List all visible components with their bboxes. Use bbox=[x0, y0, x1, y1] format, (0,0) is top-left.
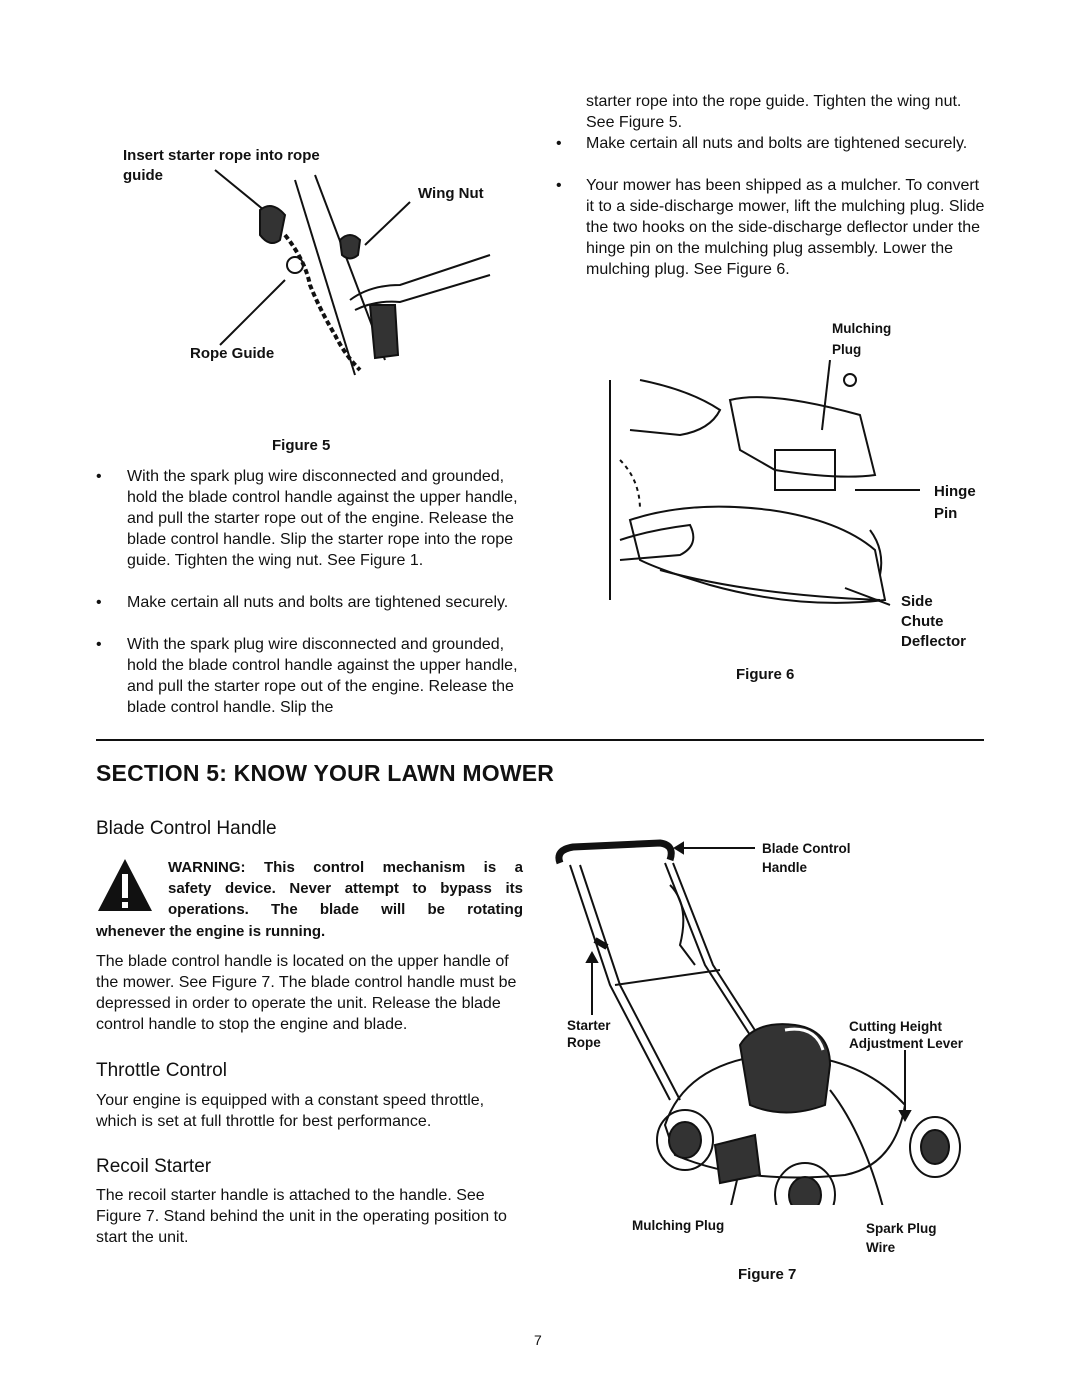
left-bullet-3: With the spark plug wire disconnected an… bbox=[127, 636, 518, 716]
fig6-label-mulching: Mulching bbox=[832, 321, 892, 336]
section-rule bbox=[96, 739, 984, 741]
warning-icon bbox=[98, 859, 152, 911]
fig7-label-rope: Rope bbox=[567, 1035, 601, 1050]
fig5-label-wing-nut: Wing Nut bbox=[418, 185, 484, 202]
right-continuation: starter rope into the rope guide. Tighte… bbox=[586, 93, 962, 131]
right-bullet-1: Make certain all nuts and bolts are tigh… bbox=[586, 135, 968, 152]
warning-line-3: operations. The blade will be rotating bbox=[168, 901, 523, 918]
bullet-dot: • bbox=[96, 594, 102, 611]
bullet-dot: • bbox=[556, 135, 562, 152]
fig7-label-wire: Wire bbox=[866, 1240, 896, 1255]
fig7-label-mulching-plug: Mulching Plug bbox=[632, 1218, 725, 1233]
fig7-label-starter: Starter bbox=[567, 1018, 611, 1033]
fig5-label-rope-guide: Rope Guide bbox=[190, 345, 275, 362]
warning-line-2: safety device. Never attempt to bypass i… bbox=[168, 880, 523, 897]
fig5-illustration bbox=[214, 169, 491, 376]
warning-line-1: WARNING: This control mechanism is a bbox=[168, 859, 523, 876]
fig6-label-chute: Chute bbox=[901, 613, 944, 630]
fig5-caption: Figure 5 bbox=[272, 437, 331, 454]
left-bullet-1: With the spark plug wire disconnected an… bbox=[127, 468, 518, 569]
throttle-heading: Throttle Control bbox=[96, 1060, 227, 1081]
fig6-label-deflector: Deflector bbox=[901, 633, 967, 650]
blade-control-paragraph: The blade control handle is located on t… bbox=[96, 953, 517, 1033]
blade-control-heading: Blade Control Handle bbox=[96, 818, 277, 839]
fig7-label-blade-control: Blade Control bbox=[762, 841, 851, 856]
recoil-heading: Recoil Starter bbox=[96, 1156, 212, 1177]
fig7-label-spark-plug: Spark Plug bbox=[866, 1221, 937, 1236]
bullet-dot: • bbox=[96, 468, 102, 485]
section-title: SECTION 5: KNOW YOUR LAWN MOWER bbox=[96, 760, 555, 786]
fig7-mower-illustration bbox=[555, 839, 961, 1205]
fig6-label-side: Side bbox=[901, 593, 933, 610]
fig7-label-adjustment-lever: Adjustment Lever bbox=[849, 1036, 964, 1051]
recoil-paragraph: The recoil starter handle is attached to… bbox=[96, 1187, 507, 1246]
fig5-label-insert: Insert starter rope into rope guide bbox=[123, 147, 320, 184]
fig6-label-pin: Pin bbox=[934, 505, 958, 522]
fig7-label-handle: Handle bbox=[762, 860, 808, 875]
page-number: 7 bbox=[534, 1332, 542, 1348]
throttle-paragraph: Your engine is equipped with a constant … bbox=[96, 1092, 485, 1130]
left-bullet-2: Make certain all nuts and bolts are tigh… bbox=[127, 594, 509, 611]
fig6-caption: Figure 6 bbox=[736, 666, 795, 683]
fig6-label-hinge: Hinge bbox=[934, 483, 976, 500]
fig6-illustration bbox=[609, 360, 920, 606]
fig6-label-plug: Plug bbox=[832, 342, 862, 357]
bullet-dot: • bbox=[556, 177, 562, 194]
bullet-dot: • bbox=[96, 636, 102, 653]
fig7-caption: Figure 7 bbox=[738, 1266, 797, 1283]
right-bullet-2: Your mower has been shipped as a mulcher… bbox=[586, 177, 985, 278]
warning-line-4: whenever the engine is running. bbox=[96, 923, 326, 940]
fig7-label-cutting-height: Cutting Height bbox=[849, 1019, 942, 1034]
